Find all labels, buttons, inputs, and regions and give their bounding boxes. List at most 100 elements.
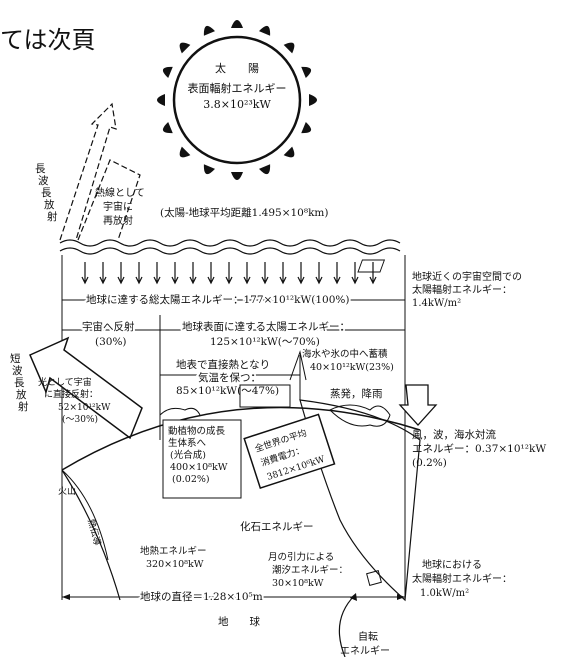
sunlight-arrow — [243, 262, 251, 285]
sunlight-arrow — [171, 262, 179, 285]
shortwave-5: 射 — [18, 400, 29, 413]
sun-flare — [259, 25, 271, 36]
shortwave-1: 短 — [10, 352, 21, 365]
light-reflect-1: 光として宇宙 — [38, 376, 92, 388]
sunlight-arrow — [81, 262, 89, 285]
incoming-sunlight-arrows — [81, 262, 377, 285]
rotation-line1: 自転 — [358, 630, 378, 643]
sunlight-arrow — [135, 262, 143, 285]
sun-flare — [203, 164, 215, 175]
sun-flare — [162, 122, 173, 134]
sun-flare — [283, 42, 295, 54]
sunlight-arrow — [351, 262, 359, 285]
sunlight-arrow — [99, 262, 107, 285]
space-near-earth-line2: 太陽輻射エネルギー： — [412, 283, 512, 296]
sunlight-arrow — [207, 262, 215, 285]
space-near-earth-line1: 地球近くの宇宙空間での — [412, 270, 522, 283]
longwave-arrow — [59, 102, 141, 241]
earth-solar-line2: 太陽輻射エネルギー： — [412, 572, 512, 585]
sun-title: 太 陽 — [215, 62, 259, 75]
sun-flare — [231, 172, 243, 180]
sun-flare — [157, 94, 165, 106]
wind-wave-line2: エネルギー：0.37×10¹²kW — [412, 443, 546, 455]
sunlight-arrow — [315, 262, 323, 285]
plants-line2: 生体系へ — [168, 437, 207, 449]
storage-line1: 海水や氷の中へ蓄積 — [302, 348, 388, 360]
direct-heat-line3: 85×10¹²kW(～47%) — [176, 385, 279, 397]
rotation-line2: エネルギー — [340, 645, 390, 657]
longwave-label-5: 射 — [47, 210, 58, 223]
atmosphere-boundary-2 — [59, 247, 401, 255]
earth-solar-line3: 1.0kW/m² — [420, 588, 469, 599]
sun-flare — [283, 146, 295, 158]
wind-wave-line1: 風，波，海水対流 — [412, 428, 496, 441]
sun-flare — [259, 164, 271, 175]
tidal-line3: 30×10⁸kW — [272, 578, 324, 589]
earth-label: 地 球 — [218, 615, 260, 628]
sun-flare — [231, 20, 243, 28]
sun-energy-label: 表面輻射エネルギー — [188, 81, 287, 95]
sunlight-arrow — [333, 262, 341, 285]
earth-surface-arc — [61, 406, 421, 471]
shortwave-4: 放 — [16, 388, 27, 401]
longwave-label-3: 長 — [41, 187, 52, 199]
sunlight-arrow — [225, 262, 233, 285]
light-reflect-2: に直接反射： — [44, 388, 98, 400]
longwave-label-2: 波 — [38, 174, 49, 187]
shortwave-3: 長 — [14, 377, 25, 389]
sun-flare — [162, 66, 173, 78]
sun-flare — [203, 25, 215, 36]
sun-disk — [172, 35, 302, 165]
sun-flare — [179, 146, 191, 158]
plants-line5: (0.02%) — [172, 474, 210, 485]
volcano-label: 火山 — [58, 486, 76, 497]
space-near-earth-line3: 1.4kW/m² — [412, 298, 461, 309]
longwave-label-1: 長 — [35, 163, 46, 175]
plants-box — [162, 419, 242, 499]
geothermal-line2: 320×10⁸kW — [146, 559, 204, 570]
atmosphere-boundary — [59, 239, 401, 247]
sun-flare — [301, 122, 312, 134]
sun-flare — [301, 66, 312, 78]
storage-line2: 40×10¹²kW(23%) — [310, 362, 394, 373]
sunlight-arrow — [153, 262, 161, 285]
sunlight-arrow — [189, 262, 197, 285]
wind-wave-line3: (0.2%) — [412, 457, 447, 469]
sunlight-arrow — [279, 262, 287, 285]
surface-solar-value: 125×10¹²kW(～70%) — [210, 336, 320, 348]
sunlight-arrow — [117, 262, 125, 285]
sunlight-arrow — [261, 262, 269, 285]
earth-solar-panel-icon — [366, 570, 382, 586]
earth-solar-line1: 地球における — [422, 558, 482, 571]
world-power-screen — [243, 413, 336, 489]
plants-line1: 動植物の成長 — [168, 425, 226, 437]
page-header-text: ては次頁 — [0, 26, 96, 54]
reflect-space-label: 宇宙へ反射 — [82, 320, 135, 333]
tidal-line2: 潮汐エネルギー： — [272, 564, 348, 576]
light-reflect-4: (～30%) — [62, 414, 98, 425]
sunlight-arrow — [297, 262, 305, 285]
plants-line3: (光合成) — [170, 449, 206, 461]
direct-heat-line1: 地表で直接熱となり — [176, 358, 270, 371]
plants-line4: 400×10⁸kW — [170, 462, 228, 473]
reradiation-line1: 熱線として — [95, 186, 145, 199]
sun-flare — [179, 42, 191, 54]
longwave-label-4: 放 — [44, 198, 55, 211]
reflect-space-pct: (30%) — [95, 336, 127, 348]
sun-flares — [157, 20, 317, 180]
total-solar-energy: 地球に達する総太陽エネルギー：177×10¹²kW(100%) — [86, 293, 349, 306]
wind-arrow — [398, 384, 438, 426]
evaporation-label: 蒸発，降雨 — [330, 387, 383, 400]
reradiation-line3: 再放射 — [103, 214, 133, 227]
land-illustrations — [159, 350, 391, 427]
earth-diameter: 地球の直径＝1.28×10⁵m — [140, 590, 263, 603]
shortwave-arrow — [29, 336, 143, 440]
sun-earth-distance: (太陽-地球平均距離1.495×10⁸km) — [160, 206, 329, 219]
sun: 太 陽 表面輻射エネルギー 3.8×10²³kW — [157, 20, 317, 180]
sun-energy-value: 3.8×10²³kW — [203, 98, 271, 111]
tidal-line1: 月の引力による — [268, 551, 334, 563]
space-panel-icon — [357, 259, 386, 273]
shortwave-2: 波 — [12, 364, 23, 377]
sun-flare — [309, 94, 317, 106]
